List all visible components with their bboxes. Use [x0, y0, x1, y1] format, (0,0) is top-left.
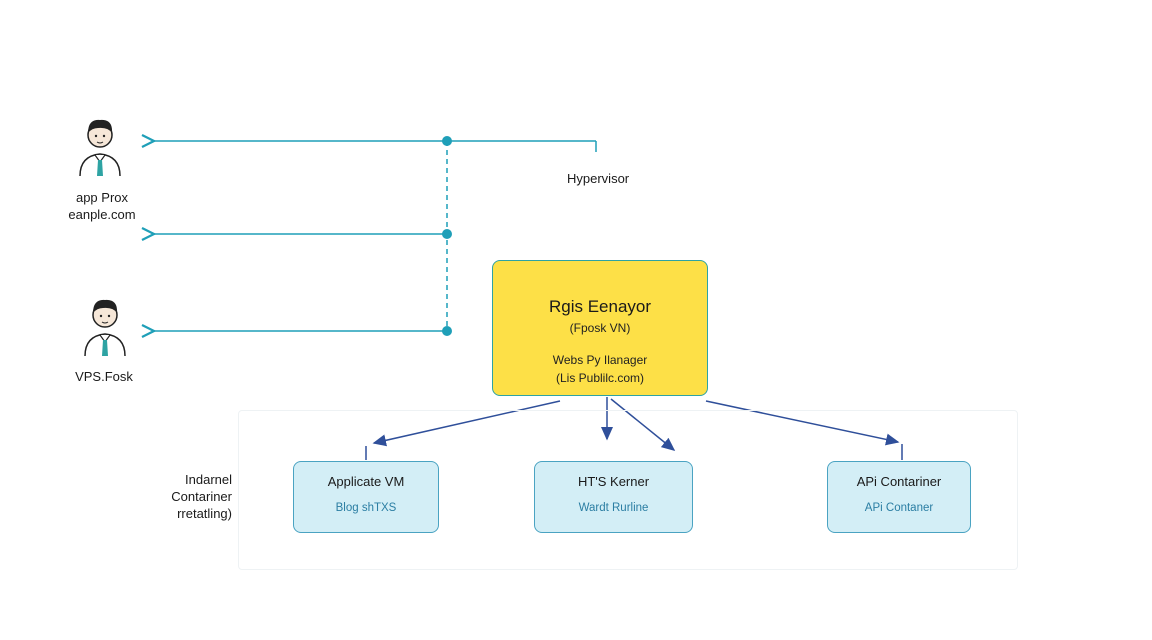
client-label-2: VPS.Fosk: [64, 368, 144, 385]
client-label-1: app Prox eanple.com: [62, 189, 142, 223]
client-2-line-1: VPS.Fosk: [75, 369, 133, 384]
main-node[interactable]: Rgis Eenayor (Fposk VN) Webs Py Ilanager…: [492, 260, 708, 396]
arrow-to-node-1: [372, 400, 561, 447]
junction-dot-3: [442, 326, 452, 336]
node-title: HT'S Kerner: [577, 474, 650, 489]
user-icon: [79, 119, 121, 177]
group-label-line-3: rretatling): [177, 506, 232, 521]
group-label-line-1: Indarnel: [185, 472, 232, 487]
node-applicate-vm[interactable]: Applicate VM Blog shTXS: [293, 461, 439, 533]
junction-dot-2: [442, 229, 452, 239]
node-hts-kerner[interactable]: HT'S Kerner Wardt Rurline: [534, 461, 693, 533]
client-1-line-2: eanple.com: [68, 207, 136, 222]
arrow-to-node-3: [705, 400, 900, 446]
node-subtitle: Wardt Rurline: [578, 502, 649, 514]
hypervisor-label: Hypervisor: [567, 171, 630, 186]
container-group-label: Indarnel Contariner rretatling): [140, 471, 232, 522]
client-1-line-1: app Prox: [75, 190, 129, 205]
node-title: APi Contariner: [856, 474, 942, 489]
arrow-to-node-2b: [610, 398, 676, 451]
junction-dot-1: [442, 136, 452, 146]
main-node-line-3: Webs Py Ilanager: [552, 353, 648, 367]
container-group-panel: [238, 410, 1018, 570]
main-node-subtitle: (Fposk VN): [569, 321, 631, 335]
node-title: Applicate VM: [327, 474, 405, 489]
group-label-line-2: Contariner: [171, 489, 232, 504]
user-icon: [84, 299, 126, 357]
node-api-container[interactable]: APi Contariner APi Contaner: [827, 461, 971, 533]
main-node-title: Rgis Eenayor: [548, 297, 652, 316]
node-subtitle: APi Contaner: [864, 502, 934, 514]
node-subtitle: Blog shTXS: [335, 502, 397, 514]
main-node-line-4: (Lis Publilc.com): [555, 371, 645, 385]
